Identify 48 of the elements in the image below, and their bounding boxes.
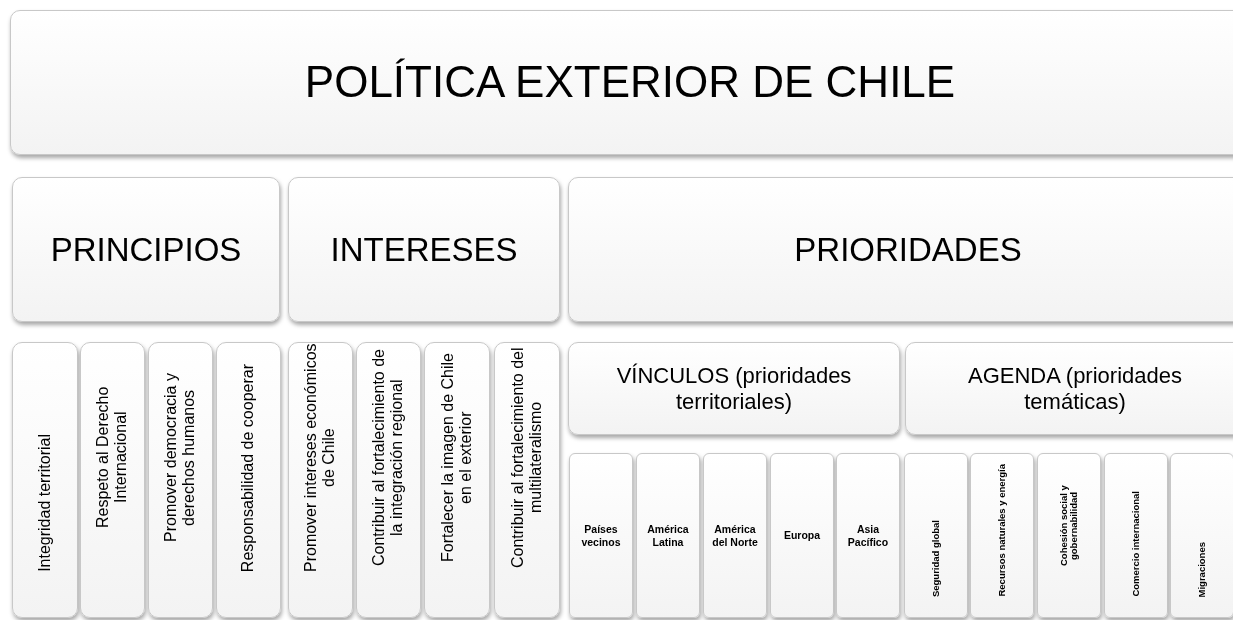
box-label: PRINCIPIOS	[49, 230, 243, 269]
category-box	[568, 342, 900, 435]
box-label: Migraciones	[1196, 541, 1208, 597]
category-box	[1104, 453, 1168, 618]
category-box	[1037, 453, 1101, 618]
box-label: Contribuir al fortalecimiento de la integración regional	[370, 348, 407, 568]
category-box	[1170, 453, 1233, 618]
category-box	[905, 342, 1233, 435]
category-box	[148, 342, 213, 618]
category-box	[288, 342, 353, 618]
box-label: América Latina	[646, 522, 690, 549]
box-label: Promover democracia y derechos humanos	[162, 372, 199, 544]
box-label: POLÍTICA EXTERIOR DE CHILE	[303, 57, 957, 108]
category-box	[12, 177, 280, 322]
category-box	[10, 10, 1233, 155]
box-label: Comercio internacional	[1130, 491, 1142, 597]
box-label: Contribuir al fortalecimiento del multilateralismo	[508, 346, 545, 570]
category-box	[770, 453, 834, 618]
box-label: Responsabilidad de cooperar	[239, 363, 258, 572]
box-label: Promover intereses económicos de Chile	[302, 343, 339, 572]
box-label: Europa	[782, 529, 822, 542]
box-label: América del Norte	[711, 522, 759, 549]
category-box	[836, 453, 900, 618]
box-label: Integridad territorial	[35, 434, 54, 572]
category-box	[356, 342, 421, 618]
box-label: Cohesión social y gobernabilidad	[1058, 484, 1080, 568]
category-box	[904, 453, 968, 618]
box-label: AGENDA (prioridades temáticas)	[967, 363, 1183, 414]
category-box	[424, 342, 490, 618]
category-box	[216, 342, 281, 618]
box-label: PRIORIDADES	[793, 230, 1023, 269]
category-box	[494, 342, 560, 618]
box-label: Países vecinos	[580, 522, 622, 549]
box-label: Fortalecer la imagen de Chile en el exterior	[438, 352, 475, 564]
box-label: Asia Pacífico	[846, 522, 890, 549]
category-box	[970, 453, 1034, 618]
box-label: Seguridad global	[930, 519, 942, 597]
category-box	[569, 453, 633, 618]
box-label: Respeto al Derecho Internacional	[94, 385, 131, 531]
category-box	[636, 453, 700, 618]
category-box	[80, 342, 145, 618]
category-box	[288, 177, 560, 322]
box-label: VÍNCULOS (prioridades territoriales)	[615, 363, 853, 414]
box-label: INTERESES	[329, 230, 519, 269]
category-box	[568, 177, 1233, 322]
box-label: Recursos naturales y energía	[996, 464, 1008, 597]
category-box	[12, 342, 78, 618]
category-box	[703, 453, 767, 618]
